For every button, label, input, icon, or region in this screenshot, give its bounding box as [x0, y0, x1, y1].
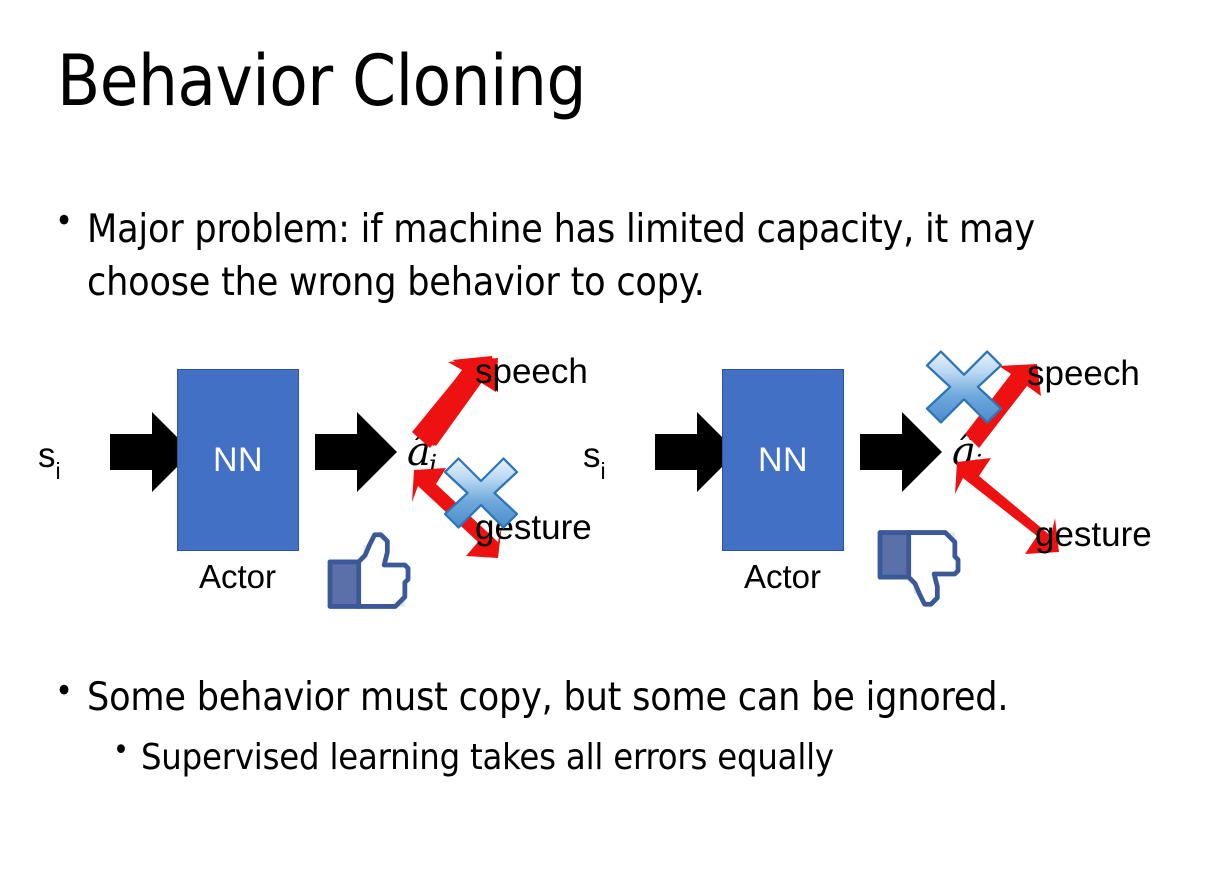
branch-label-speech-right: speech	[1027, 354, 1140, 393]
nn-box-label-left: NN	[212, 440, 264, 479]
diagram-behavior-cloning-wrong: si NN Actor âi	[565, 340, 1165, 640]
input-state-label-right: si	[583, 436, 606, 484]
bullet-bottom-secondary-text: Supervised learning takes all errors equ…	[140, 737, 834, 778]
nn-box-right: NN	[722, 369, 844, 551]
page-title: Behavior Cloning	[57, 40, 586, 122]
branch-label-speech-left: speech	[475, 352, 588, 391]
cross-out-icon-speech-right	[925, 350, 1003, 424]
bullet-bottom-secondary: • Supervised learning takes all errors e…	[113, 733, 1173, 782]
nn-box-label-right: NN	[757, 440, 809, 479]
bullet-marker-icon: •	[113, 733, 129, 768]
cross-out-icon-gesture-left	[443, 457, 519, 529]
arrow-input-to-nn-right	[655, 412, 737, 492]
thumbs-down-icon-right	[875, 523, 971, 609]
actor-caption-left: Actor	[199, 558, 277, 595]
bullet-marker-icon: •	[55, 201, 74, 241]
bullet-bottom-primary-text: Some behavior must copy, but some can be…	[87, 675, 1009, 720]
nn-box-left: NN	[177, 369, 299, 551]
bullet-top: • Major problem: if machine has limited …	[55, 201, 1135, 309]
branch-arrow-speech-right	[965, 364, 1043, 448]
branch-arrow-speech-left	[412, 356, 498, 448]
bullet-bottom-primary: • Some behavior must copy, but some can …	[55, 671, 1175, 724]
arrow-nn-to-output-left	[315, 412, 397, 492]
input-state-label-left: si	[38, 436, 61, 484]
diagram-behavior-cloning-correct: si NN Actor âi	[20, 340, 620, 640]
actor-caption-right: Actor	[744, 558, 822, 595]
thumbs-up-icon-left	[325, 530, 421, 616]
arrow-nn-to-output-right	[860, 412, 942, 492]
bullet-marker-icon: •	[55, 671, 74, 711]
branch-arrow-gesture-right	[955, 458, 1059, 556]
branch-label-gesture-right: gesture	[1035, 515, 1152, 554]
arrow-input-to-nn-left	[110, 412, 192, 492]
bullet-top-text: Major problem: if machine has limited ca…	[87, 207, 1035, 306]
